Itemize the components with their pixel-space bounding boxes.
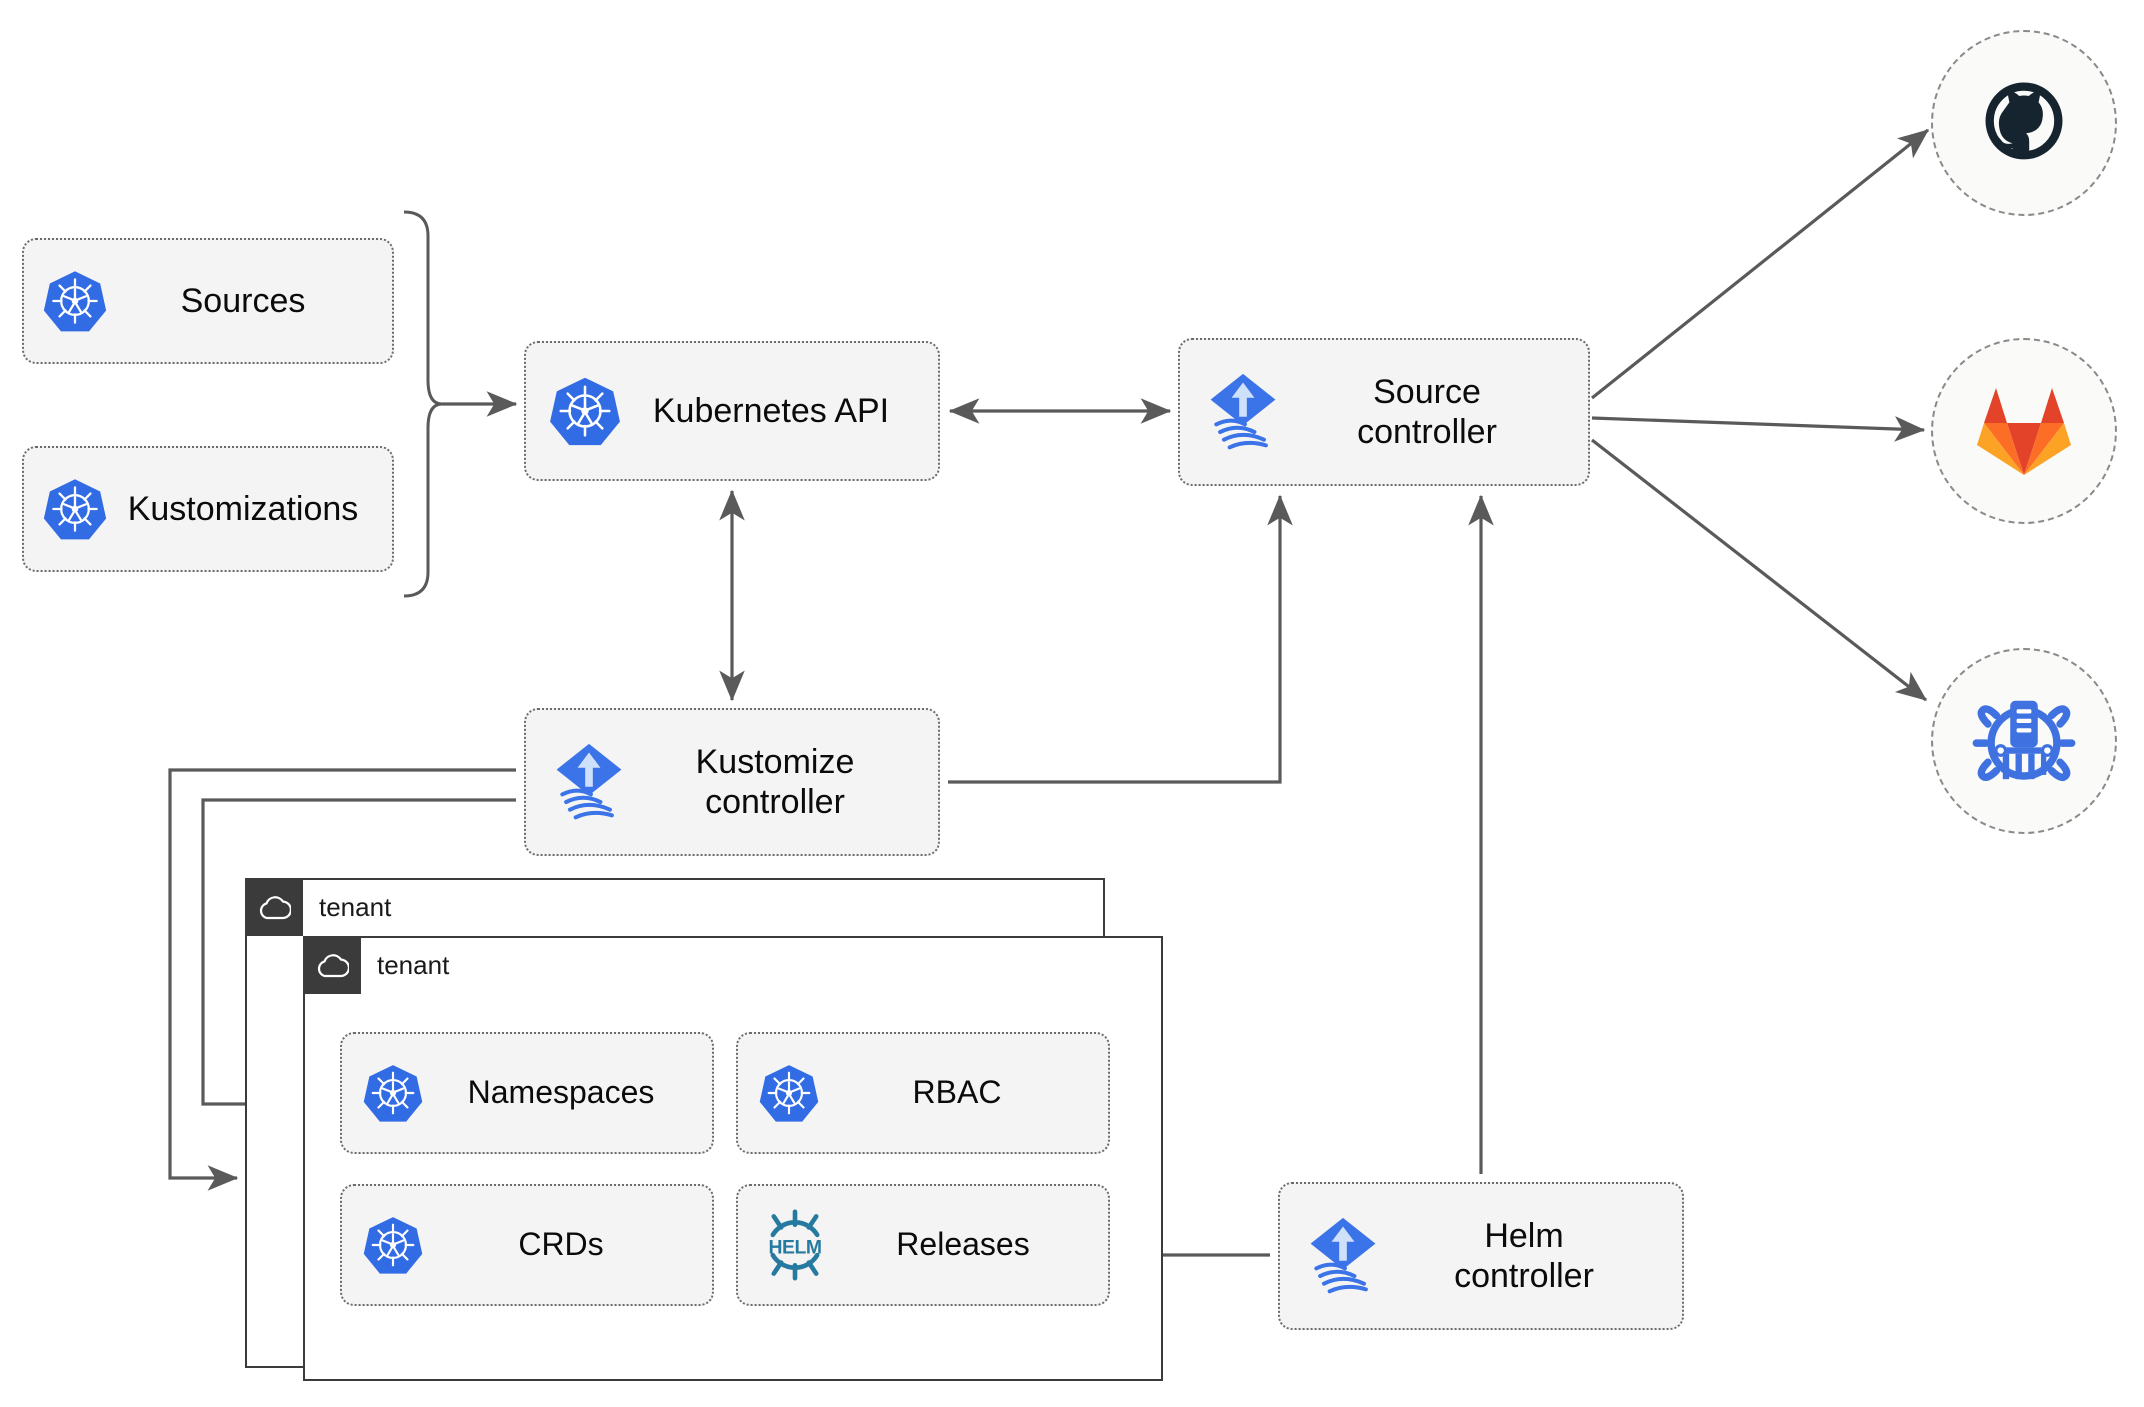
tenant-label: tenant xyxy=(319,892,392,922)
node-helm-controller[interactable]: Helm controller xyxy=(1278,1182,1684,1330)
node-sources[interactable]: Sources xyxy=(22,238,394,364)
node-namespaces[interactable]: Namespaces xyxy=(340,1032,714,1154)
node-label: Kustomize controller xyxy=(695,742,855,821)
helm-icon: HELM xyxy=(758,1209,832,1281)
svg-text:HELM: HELM xyxy=(768,1236,821,1258)
node-crds[interactable]: CRDs xyxy=(340,1184,714,1306)
node-label: RBAC xyxy=(912,1074,1002,1111)
node-kustomize-controller[interactable]: Kustomize controller xyxy=(524,708,940,856)
flux-icon xyxy=(1204,371,1282,453)
node-source-controller[interactable]: Source controller xyxy=(1178,338,1590,486)
node-label: Releases xyxy=(896,1226,1030,1263)
source-group-brace xyxy=(403,210,443,598)
edge-sourcecontroller-helm-registry xyxy=(1591,438,1928,702)
kubernetes-icon xyxy=(758,1062,820,1124)
node-label: Source controller xyxy=(1357,372,1497,451)
kubernetes-icon xyxy=(362,1214,424,1276)
kubernetes-icon xyxy=(362,1062,424,1124)
edge-sourcecontroller-gitlab xyxy=(1591,416,1926,442)
node-label: Namespaces xyxy=(467,1074,655,1111)
node-kubernetes-api[interactable]: Kubernetes API xyxy=(524,341,940,481)
cloud-icon xyxy=(245,878,303,936)
node-kustomizations[interactable]: Kustomizations xyxy=(22,446,394,572)
external-provider-helm-registry[interactable] xyxy=(1931,648,2117,834)
cloud-icon xyxy=(303,936,361,994)
github-icon xyxy=(1985,82,2063,160)
tenant-container-inner[interactable]: tenant xyxy=(303,936,1163,1381)
tenant-label: tenant xyxy=(377,950,450,980)
edge-kustomizecontroller-sourcecontroller xyxy=(948,494,1293,784)
helm-registry-icon xyxy=(1972,700,2076,781)
external-provider-github[interactable] xyxy=(1931,30,2117,216)
kubernetes-icon xyxy=(42,476,108,542)
node-label: Sources xyxy=(180,281,306,320)
flux-icon xyxy=(1304,1215,1382,1297)
node-label: Kustomizations xyxy=(127,489,359,528)
node-rbac[interactable]: RBAC xyxy=(736,1032,1110,1154)
node-label: Kubernetes API xyxy=(652,391,890,430)
external-provider-gitlab[interactable] xyxy=(1931,338,2117,524)
node-releases[interactable]: HELM Releases xyxy=(736,1184,1110,1306)
node-label: CRDs xyxy=(518,1226,604,1263)
kubernetes-icon xyxy=(42,268,108,334)
flux-icon xyxy=(550,741,628,823)
kubernetes-icon xyxy=(548,374,622,448)
edge-sourcecontroller-github xyxy=(1591,128,1930,400)
gitlab-icon xyxy=(1977,388,2071,475)
node-label: Helm controller xyxy=(1454,1216,1594,1295)
